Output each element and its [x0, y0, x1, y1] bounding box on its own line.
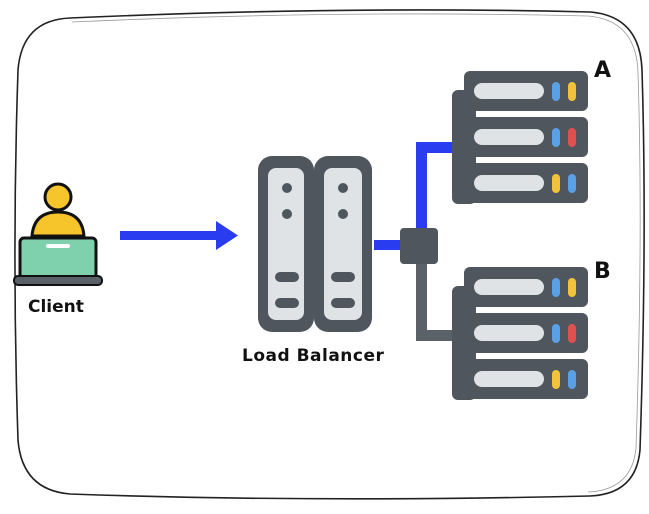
idle-link-to-b — [416, 256, 427, 340]
connection-lines — [374, 142, 464, 341]
server-a-label: A — [594, 58, 612, 83]
switch-junction — [400, 228, 438, 264]
load-balancer-label: Load Balancer — [242, 346, 385, 366]
lb-output-line — [374, 240, 406, 250]
client-icon — [13, 182, 103, 286]
active-link-to-a-horizontal — [416, 142, 464, 153]
load-balancer-icon — [258, 156, 372, 332]
client-to-lb-arrow — [120, 221, 238, 250]
idle-link-to-b-horizontal — [416, 330, 464, 341]
client-label: Client — [28, 297, 84, 317]
server-a-icon — [452, 71, 588, 204]
server-b-icon — [452, 267, 588, 400]
active-link-to-a — [416, 142, 427, 246]
server-b-label: B — [594, 259, 611, 284]
